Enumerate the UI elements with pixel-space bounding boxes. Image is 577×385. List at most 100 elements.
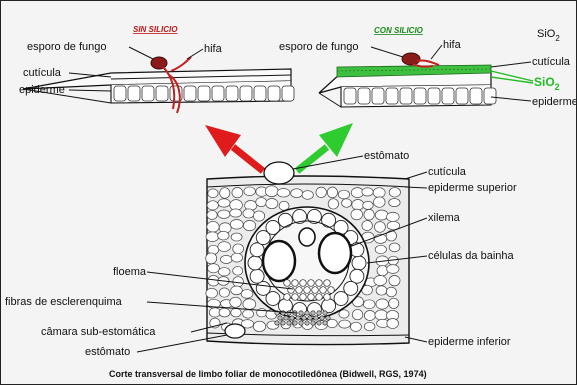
sclerenchyma-fiber bbox=[323, 321, 327, 325]
epidermis-cell bbox=[344, 88, 356, 104]
label-cuticle-right: cutícula bbox=[532, 56, 571, 68]
mesophyll-cell bbox=[253, 211, 264, 221]
mesophyll-cell bbox=[386, 287, 396, 297]
spore-right bbox=[402, 53, 420, 65]
sheath-cell bbox=[250, 269, 264, 283]
label-cuticle-left: cutícula bbox=[23, 67, 62, 79]
phloem-cell bbox=[320, 287, 327, 294]
epidermis-cell bbox=[372, 88, 384, 104]
mesophyll-cell bbox=[389, 188, 400, 197]
mesophyll-cell bbox=[266, 198, 278, 208]
xylem-vessel-right bbox=[319, 233, 351, 273]
phloem-cell bbox=[308, 294, 315, 301]
label-cuticle-cs: cutícula bbox=[428, 166, 467, 178]
panel-sin-silicio: SIN SILICIO esporo de fungo hifa cutícul… bbox=[19, 25, 294, 113]
label-stomata-bottom: estômato bbox=[85, 346, 130, 358]
mesophyll-cell bbox=[206, 253, 217, 264]
label-stomata-top: estômato bbox=[364, 150, 409, 162]
mesophyll-cell bbox=[387, 265, 399, 274]
mesophyll-cell bbox=[338, 190, 349, 199]
mesophyll-cell bbox=[218, 210, 230, 218]
stomata-top bbox=[264, 162, 294, 184]
epidermis-cell bbox=[268, 86, 280, 101]
mesophyll-cell bbox=[208, 189, 218, 198]
label-hyphae-left: hifa bbox=[204, 43, 223, 55]
epidermis-cell bbox=[184, 86, 196, 101]
mesophyll-cell bbox=[389, 199, 400, 207]
phloem-cell bbox=[312, 287, 319, 294]
phloem-cell bbox=[292, 294, 299, 301]
mesophyll-cell bbox=[389, 298, 399, 308]
mesophyll-cell bbox=[233, 266, 243, 275]
leader-hyphae-left bbox=[187, 49, 203, 59]
leader-spore-right bbox=[371, 47, 403, 57]
leader-spore-left bbox=[129, 47, 153, 59]
sclerenchyma-fiber bbox=[308, 316, 312, 320]
mesophyll-cell bbox=[339, 320, 351, 328]
mesophyll-cell bbox=[208, 275, 219, 286]
mesophyll-cell bbox=[377, 266, 388, 276]
mesophyll-cell bbox=[374, 276, 387, 286]
mesophyll-cell bbox=[206, 232, 219, 242]
phloem-cell bbox=[316, 280, 323, 287]
mesophyll-cell bbox=[230, 219, 243, 229]
mesophyll-cell bbox=[219, 288, 229, 297]
header-sin-silicio: SIN SILICIO bbox=[133, 25, 178, 34]
sio2-corner-label: SiO2 bbox=[537, 28, 560, 43]
mesophyll-cell bbox=[218, 268, 230, 276]
arrow-green bbox=[297, 123, 353, 171]
mesophyll-cell bbox=[387, 212, 400, 221]
mesophyll-cell bbox=[256, 198, 267, 207]
leader-epidermis-right bbox=[491, 97, 531, 101]
leader-sio2-right bbox=[491, 71, 533, 83]
label-sclerenchyma: fibras de esclerenquima bbox=[5, 296, 123, 308]
arrow-red bbox=[205, 125, 263, 171]
sclerenchyma-fiber bbox=[305, 311, 309, 315]
mesophyll-cell bbox=[376, 286, 387, 295]
label-epidermis-right: epiderme bbox=[532, 96, 577, 108]
mesophyll-cell bbox=[352, 199, 364, 210]
sclerenchyma-fiber bbox=[293, 321, 297, 325]
mesophyll-cell bbox=[374, 197, 386, 207]
mesophyll-cell bbox=[374, 222, 385, 233]
mesophyll-cell bbox=[241, 290, 253, 299]
xylem-vessel-small bbox=[299, 228, 315, 246]
sclerenchyma-fiber bbox=[311, 321, 315, 325]
mesophyll-cell bbox=[244, 187, 255, 196]
phloem-cell bbox=[328, 287, 335, 294]
xylem-vessel-left bbox=[263, 241, 295, 281]
epidermis-cell bbox=[484, 88, 496, 104]
sclerenchyma-fiber bbox=[284, 316, 288, 320]
sclerenchyma-fiber bbox=[290, 316, 294, 320]
epidermis-cell bbox=[414, 88, 426, 104]
mesophyll-cell bbox=[230, 209, 242, 217]
stomata-bottom bbox=[225, 324, 245, 338]
epidermis-cells-right bbox=[344, 88, 496, 104]
mesophyll-cell bbox=[231, 286, 243, 295]
mesophyll-cell bbox=[328, 199, 338, 209]
mesophyll-cell bbox=[376, 299, 389, 309]
sclerenchyma-fiber bbox=[281, 321, 285, 325]
mesophyll-cell bbox=[373, 188, 385, 198]
sheath-cell bbox=[334, 292, 348, 306]
phloem-cell bbox=[288, 287, 295, 294]
label-upper-epidermis: epiderme superior bbox=[428, 182, 517, 194]
mesophyll-cell bbox=[231, 308, 241, 317]
mesophyll-cell bbox=[231, 233, 242, 241]
sclerenchyma-fiber bbox=[305, 321, 309, 325]
sclerenchyma-fiber bbox=[275, 321, 279, 325]
sclerenchyma-fiber bbox=[278, 316, 282, 320]
label-hyphae-right: hifa bbox=[443, 39, 462, 51]
mesophyll-cell bbox=[243, 299, 256, 310]
mesophyll-cell bbox=[207, 201, 218, 210]
mesophyll-cell bbox=[327, 187, 337, 198]
sheath-cell bbox=[352, 256, 366, 270]
sclerenchyma-fiber bbox=[317, 321, 321, 325]
mesophyll-cell bbox=[316, 187, 326, 197]
sclerenchyma-fiber bbox=[314, 316, 318, 320]
phloem-cell bbox=[292, 280, 299, 287]
mesophyll-cell bbox=[363, 300, 375, 309]
epidermis-cell bbox=[386, 88, 398, 104]
sclerenchyma-fiber bbox=[299, 311, 303, 315]
